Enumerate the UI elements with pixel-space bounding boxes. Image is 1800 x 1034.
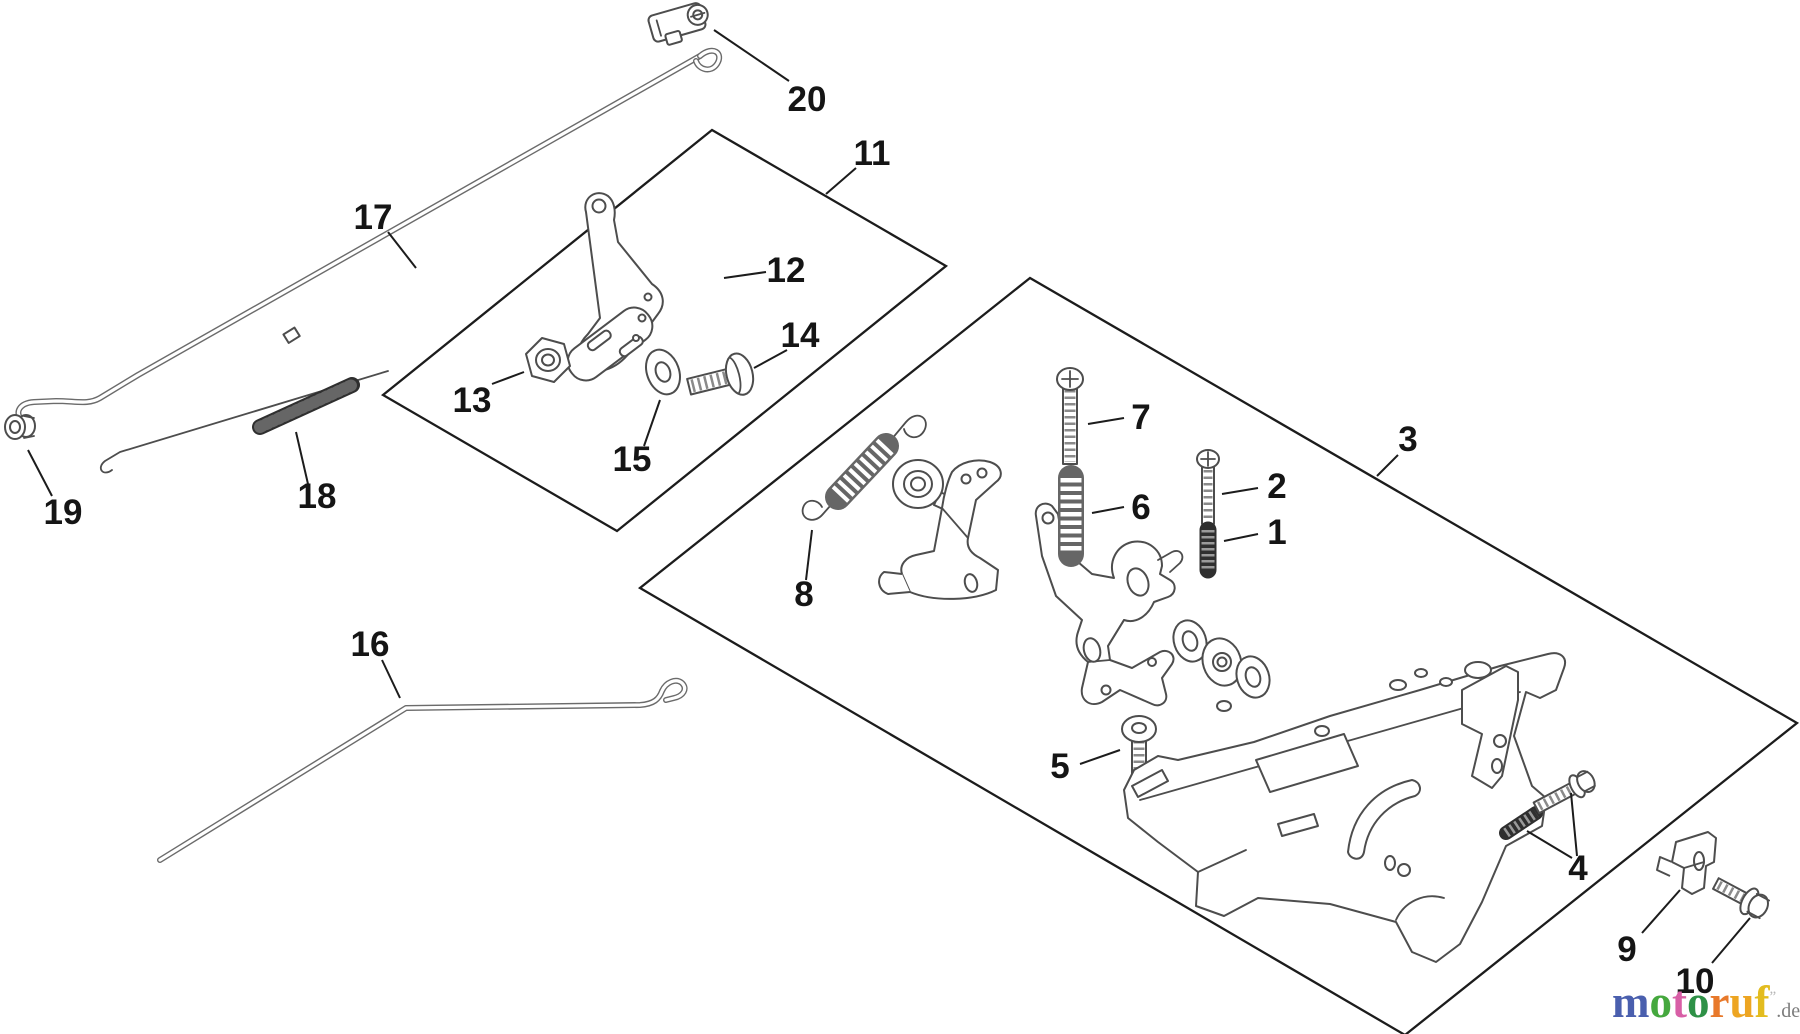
control-lever-12 xyxy=(566,192,664,382)
part-label-2: 2 xyxy=(1267,467,1286,506)
part-labels: 1 2 3 4 5 6 7 8 9 10 11 12 13 14 15 16 1… xyxy=(44,80,1715,1001)
bolt-4 xyxy=(1532,770,1596,815)
cable-clamp-20 xyxy=(647,2,709,46)
part-label-16: 16 xyxy=(351,625,390,664)
governor-lever-assembly xyxy=(1034,502,1184,707)
screw-10 xyxy=(1712,877,1771,920)
bolt-14 xyxy=(686,352,755,396)
part-label-5: 5 xyxy=(1050,747,1069,786)
logo-quote-mark: ” xyxy=(1769,989,1777,1005)
logo-letter: r xyxy=(1709,977,1730,1027)
stud-4 xyxy=(1499,806,1543,840)
clamp-9 xyxy=(1656,831,1717,895)
part-label-11: 11 xyxy=(854,134,891,173)
logo-letter: o xyxy=(1687,977,1710,1027)
part-label-18: 18 xyxy=(298,477,337,516)
part-label-4: 4 xyxy=(1568,849,1588,888)
leader-lines xyxy=(27,29,1751,964)
part-label-3: 3 xyxy=(1398,420,1417,459)
throttle-arm-assembly xyxy=(878,459,1002,600)
part-label-20: 20 xyxy=(788,80,827,119)
extension-spring-8 xyxy=(801,414,927,521)
control-rod-16 xyxy=(157,677,688,863)
logo-letter: o xyxy=(1649,977,1673,1027)
part-label-10: 10 xyxy=(1676,962,1715,1001)
part-label-17: 17 xyxy=(354,198,393,237)
part-label-14: 14 xyxy=(781,316,820,355)
part-label-1: 1 xyxy=(1267,513,1286,552)
engine-mount-plate xyxy=(1123,652,1566,963)
logo-letter: u xyxy=(1729,977,1755,1027)
part-label-12: 12 xyxy=(767,251,806,290)
logo-letter: m xyxy=(1612,977,1650,1027)
washer-stack xyxy=(1172,619,1271,699)
control-rod-17 xyxy=(15,47,723,423)
part-label-9: 9 xyxy=(1617,930,1636,969)
group-box-3 xyxy=(637,276,1800,1034)
part-label-19: 19 xyxy=(44,493,83,532)
logo-domain-suffix: .de xyxy=(1776,1000,1800,1022)
part-label-15: 15 xyxy=(613,440,652,479)
hex-nut-13 xyxy=(525,337,571,383)
group-box-11 xyxy=(380,128,949,533)
screw-7 xyxy=(1056,367,1084,465)
part-label-7: 7 xyxy=(1131,398,1150,437)
part-label-6: 6 xyxy=(1131,488,1150,527)
logo-letter: t xyxy=(1672,977,1687,1027)
part-label-8: 8 xyxy=(794,575,813,614)
logo-letter: f xyxy=(1754,977,1770,1027)
bushing-19 xyxy=(4,414,36,440)
rod-clip xyxy=(282,326,301,344)
screw-2 xyxy=(1196,449,1220,525)
part-label-13: 13 xyxy=(453,381,492,420)
spring-wire-18 xyxy=(99,370,389,474)
watermark-logo: motoruf”.de xyxy=(1612,977,1800,1028)
washer-15 xyxy=(645,348,681,396)
